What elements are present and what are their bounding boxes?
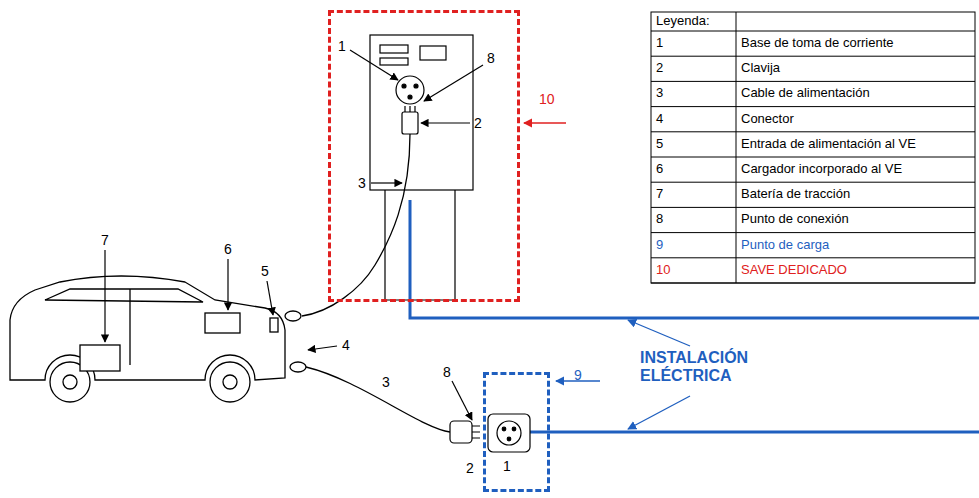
table-rule (651, 106, 975, 107)
callout-number: 1 (503, 458, 511, 474)
callout-number: 4 (342, 337, 350, 353)
legend-text: Punto de conexión (741, 212, 849, 227)
table-rule (651, 257, 975, 258)
leader-arrow (105, 50, 483, 420)
legend-text: Punto de carga (741, 238, 829, 253)
callout-number: 1 (338, 38, 346, 54)
table-rule (651, 157, 975, 158)
table-rule (651, 131, 975, 132)
charging-post (370, 35, 473, 300)
callout-number: 3 (382, 374, 390, 390)
callout-number: 9 (574, 367, 582, 383)
legend-number: 2 (656, 61, 663, 76)
callout-number: 6 (224, 241, 232, 257)
legend-number: 8 (656, 212, 663, 227)
legend-number: 9 (656, 238, 663, 253)
table-rule (651, 56, 975, 57)
legend-text: SAVE DEDICADO (741, 263, 847, 278)
power-cable (285, 134, 450, 432)
legend-number: 3 (656, 86, 663, 101)
legend-title: Leyenda: (656, 14, 710, 29)
legend-table (651, 12, 975, 283)
callout-number: 3 (358, 175, 366, 191)
table-rule (651, 31, 975, 32)
legend-text: Clavija (741, 61, 780, 76)
leader-arrow (524, 122, 566, 123)
callout-number: 5 (261, 263, 269, 279)
legend-text: Batería de tracción (741, 187, 850, 202)
legend-text: Base de toma de corriente (741, 36, 893, 51)
legend-number: 1 (656, 36, 663, 51)
plug-socket (450, 414, 530, 452)
legend-text: Cargador incorporado al VE (741, 162, 902, 177)
callout-number: 10 (539, 91, 555, 107)
legend-number: 4 (656, 112, 663, 127)
callout-number: 2 (474, 115, 482, 131)
electric-vehicle (10, 276, 285, 402)
legend-number: 7 (656, 187, 663, 202)
callout-number: 8 (443, 364, 451, 380)
legend-number: 10 (656, 263, 670, 278)
callout-number: 7 (101, 232, 109, 248)
legend-number: 6 (656, 162, 663, 177)
dashed-region: 9 (483, 372, 550, 492)
legend-text: Conector (741, 112, 794, 127)
table-rule (651, 207, 975, 208)
legend-text: Cable de alimentación (741, 86, 870, 101)
table-rule (651, 232, 975, 233)
callout-number: 2 (466, 460, 474, 476)
legend-number: 5 (656, 137, 663, 152)
installation-label: INSTALACIÓN ELÉCTRICA (640, 349, 768, 386)
legend-text: Entrada de alimentación al VE (741, 137, 916, 152)
callout-number: 8 (487, 50, 495, 66)
table-rule (651, 81, 975, 82)
table-rule (651, 283, 975, 284)
table-rule (651, 182, 975, 183)
